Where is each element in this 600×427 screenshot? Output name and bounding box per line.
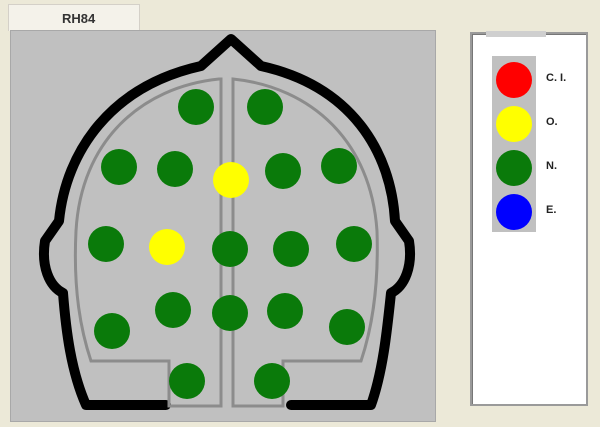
head-map-panel [10,30,436,422]
electrode-7[interactable] [321,148,357,184]
legend-label-e: E. [546,204,556,216]
electrode-12[interactable] [336,226,372,262]
yellow-circle-icon [496,106,532,142]
legend-panel: C. I. O. N. E. [470,32,588,406]
electrode-18[interactable] [169,363,205,399]
electrode-16[interactable] [94,313,130,349]
blue-circle-icon [496,194,532,230]
electrode-15[interactable] [267,293,303,329]
electrode-11[interactable] [273,231,309,267]
electrode-17[interactable] [329,309,365,345]
green-circle-icon [496,150,532,186]
electrode-13[interactable] [155,292,191,328]
electrode-10[interactable] [212,231,248,267]
legend-item-ci[interactable]: C. I. [496,60,600,100]
legend-item-n[interactable]: N. [496,148,600,188]
legend-header [486,31,546,37]
legend-label-ci: C. I. [546,72,566,84]
legend-label-n: N. [546,160,557,172]
electrode-1[interactable] [178,89,214,125]
legend-label-o: O. [546,116,558,128]
electrode-5[interactable] [213,162,249,198]
electrode-19[interactable] [254,363,290,399]
red-circle-icon [496,62,532,98]
electrodes [88,89,372,399]
electrode-8[interactable] [88,226,124,262]
legend-item-o[interactable]: O. [496,104,600,144]
electrode-3[interactable] [101,149,137,185]
head-outline [44,39,410,405]
electrode-14[interactable] [212,295,248,331]
electrode-6[interactable] [265,153,301,189]
legend-item-e[interactable]: E. [496,192,600,232]
electrode-2[interactable] [247,89,283,125]
electrode-9[interactable] [149,229,185,265]
window-title: RH84 [62,11,95,26]
head-map [11,31,435,421]
electrode-4[interactable] [157,151,193,187]
